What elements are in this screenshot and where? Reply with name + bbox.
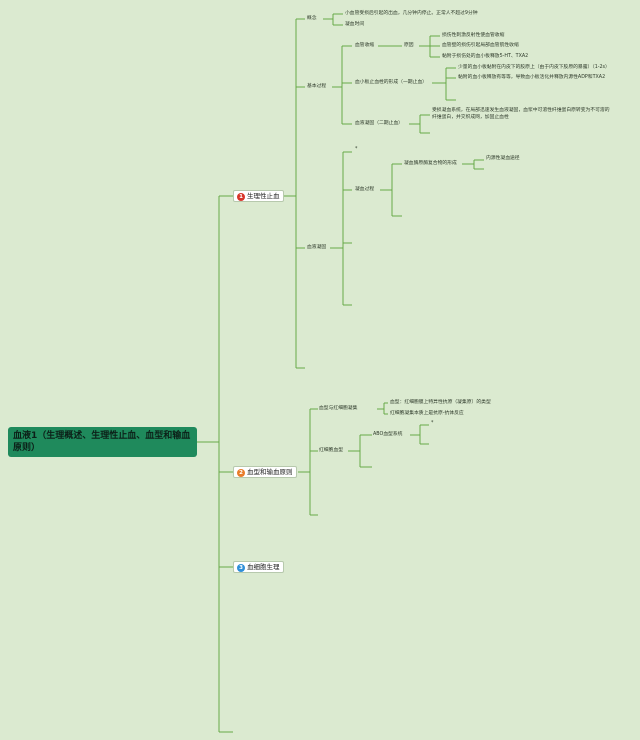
node-overview[interactable]: 概念 (307, 16, 317, 21)
node-basic-process[interactable]: 基本过程 (307, 84, 327, 89)
branch-label: 生理性止血 (247, 192, 280, 200)
node-coag-process[interactable]: 凝血过程 (355, 187, 375, 192)
node-reason-item[interactable]: 黏附于损伤处的血小板释放5-HT、TXA2 (442, 54, 529, 59)
branch-label: 血细胞生理 (247, 563, 280, 571)
node-overview-item[interactable]: 凝血时间 (345, 22, 365, 27)
node-overview-item[interactable]: 小血管受损后引起的出血，几分钟内停止。正常人不超过9分钟 (345, 11, 478, 16)
node-reason[interactable]: 原因 (404, 43, 414, 48)
branch-label: 血型和输血原则 (247, 468, 293, 476)
node-prothrombin[interactable]: 凝血酶原酶复合物的形成 (404, 161, 457, 166)
node-platelet-item[interactable]: 黏附的血小板释放有等等，导致血小板活化并释放内源性ADP和TXA2 (458, 75, 606, 80)
node-group-item[interactable]: 血型：红细胞膜上特异性抗原（凝集原）的类型 (390, 400, 491, 405)
node-reason-item[interactable]: 损伤性刺激反射性使血管收缩 (442, 33, 505, 38)
node-platelet-plug[interactable]: 血小板止血栓的形成（一期止血） (355, 80, 427, 85)
node-intrinsic[interactable]: 内源性凝血途径 (486, 156, 520, 161)
node-blood-groups[interactable]: 血型与红细胞凝集 (319, 406, 358, 411)
node-rbc-types[interactable]: 红细胞血型 (319, 448, 343, 453)
node-reason-item[interactable]: 血管壁的损伤引起局部血管肌性收缩 (442, 43, 519, 48)
node-group-item[interactable]: 红细胞凝集本质上是抗原-抗体反应 (390, 411, 464, 416)
root-topic[interactable]: 血液1（生理概述、生理性止血、血型和输血原则） (8, 427, 197, 457)
node-coagulation[interactable]: 血液凝固 (307, 245, 327, 250)
number-badge-3: 3 (237, 564, 245, 572)
node-abo-marker[interactable]: * (431, 421, 434, 426)
node-platelet-item[interactable]: 少量的血小板黏附在内皮下的胶原上（由于内皮下胶原的暴露）（1-2s） (458, 65, 610, 70)
number-badge-1: 1 (237, 193, 245, 201)
node-vasoconstriction[interactable]: 血管收缩 (355, 43, 375, 48)
node-clot[interactable]: 血液凝固（二期止血） (355, 121, 403, 126)
node-coag-marker[interactable]: * (355, 147, 358, 152)
node-abo[interactable]: ABO血型系统 (373, 432, 403, 437)
node-clot-desc[interactable]: 受损凝血系统，在局部迅速发生血液凝固，血浆中可溶性纤维蛋白原转变为不可溶的纤维蛋… (432, 108, 610, 120)
number-badge-2: 2 (237, 469, 245, 477)
